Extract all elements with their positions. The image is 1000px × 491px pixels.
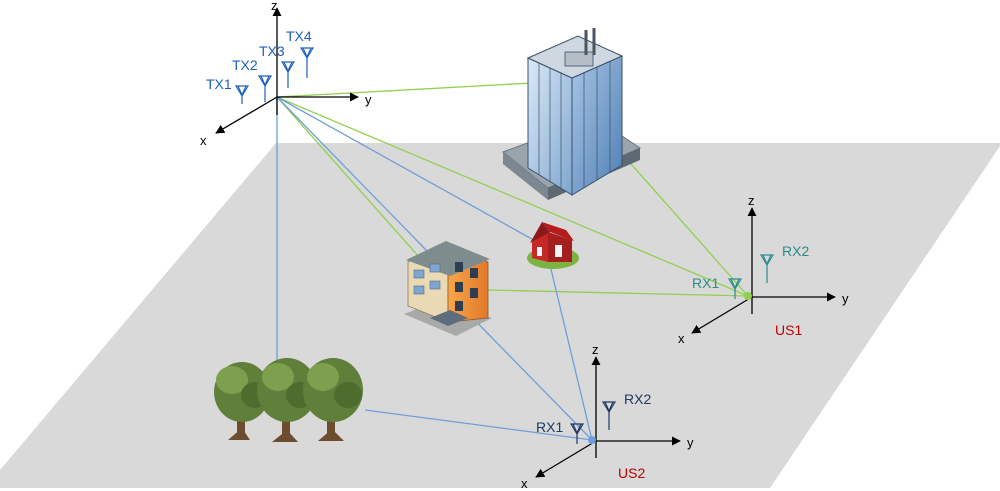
office-tower [501, 28, 642, 200]
us1-name-label: US1 [775, 322, 802, 338]
tx1-antenna-icon [234, 85, 250, 104]
apartment-building [404, 241, 492, 336]
tx2-label: TX2 [232, 57, 258, 73]
tx-axis-z-label: z [271, 0, 278, 13]
tree-cluster [214, 358, 363, 442]
us1-rx2-label: RX2 [782, 243, 809, 259]
us1-rx1-label: RX1 [692, 275, 719, 291]
us1-rx1-antenna-icon [727, 278, 743, 299]
us2-rx2-antenna-icon [601, 401, 617, 430]
ray-tx-apartment-green [276, 96, 421, 259]
tx1-label: TX1 [206, 76, 232, 92]
tx-axis-y-label: y [365, 92, 372, 107]
us2-axis-z-label: z [592, 342, 599, 357]
barn [527, 222, 579, 269]
tx3-label: TX3 [259, 43, 285, 59]
ray-tx-apartment-blue [276, 96, 429, 253]
ray-tx-us1-direct [276, 96, 749, 297]
ray-apartment-us1 [487, 289, 749, 297]
us2-axes [535, 356, 681, 478]
us1-axes [691, 207, 836, 334]
us2-name-label: US2 [618, 465, 645, 481]
us2-axis-y-label: y [687, 435, 694, 450]
us1-axis-x-label: x [678, 331, 685, 346]
ray-trees-us2 [364, 409, 593, 441]
us1-axis-y-label: y [842, 291, 849, 306]
us2-rx1-antenna-icon [569, 423, 585, 444]
tx4-label: TX4 [286, 28, 312, 44]
ray-tx-barn [276, 96, 549, 249]
tx3-antenna-icon [280, 61, 296, 88]
ground-plane [0, 143, 1000, 488]
us1-receiver-point [744, 292, 752, 300]
tx4-antenna-icon [299, 47, 315, 78]
us1-rx2-antenna-icon [759, 254, 775, 283]
ray-barn-us2 [549, 264, 593, 441]
tx-axis-x-label: x [200, 133, 207, 148]
us2-rx1-label: RX1 [536, 419, 563, 435]
tx-antenna-array [234, 47, 315, 104]
us2-rx2-label: RX2 [624, 391, 651, 407]
ray-tx-tower [276, 82, 533, 98]
us1-axis-z-label: z [748, 193, 755, 208]
tx2-antenna-icon [257, 75, 273, 102]
us2-receiver-point [588, 436, 596, 444]
transmitter-axes [215, 7, 359, 134]
us2-axis-x-label: x [521, 476, 528, 491]
